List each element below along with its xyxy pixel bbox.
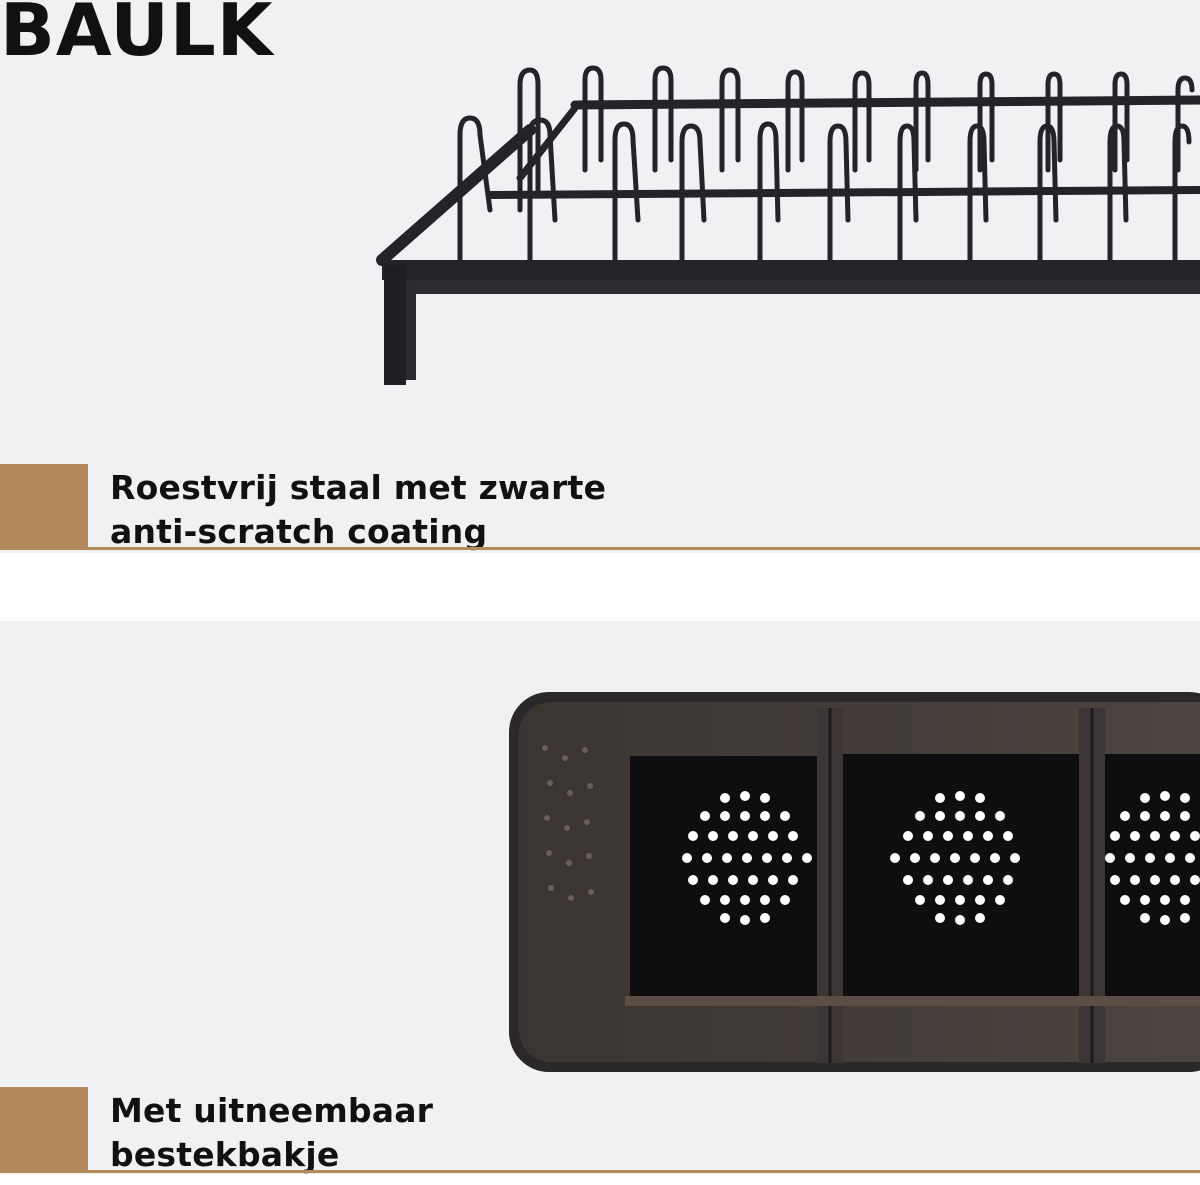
accent-rule: [88, 547, 1200, 550]
feature-text-line-2: bestekbakje: [110, 1135, 340, 1174]
cutlery-caddy-image: [509, 692, 1200, 1072]
dish-rack-image: [376, 65, 1200, 385]
feature-text: Met uitneembaar bestekbakje: [110, 1089, 433, 1174]
feature-text: Roestvrij staal met zwarte anti-scratch …: [110, 466, 606, 553]
feature-text-line-2: anti-scratch coating: [110, 512, 488, 551]
feature-text-line-1: Roestvrij staal met zwarte: [110, 468, 607, 507]
accent-block: [0, 1087, 88, 1173]
feature-panel-rack: BAULK: [0, 0, 1200, 553]
brand-logo: BAULK: [0, 0, 274, 72]
accent-rule: [88, 1170, 1200, 1173]
feature-caption-coating: Roestvrij staal met zwarte anti-scratch …: [0, 464, 1200, 553]
feature-text-line-1: Met uitneembaar: [110, 1091, 434, 1130]
feature-caption-caddy: Met uitneembaar bestekbakje: [0, 1087, 1200, 1174]
accent-block: [0, 464, 88, 550]
